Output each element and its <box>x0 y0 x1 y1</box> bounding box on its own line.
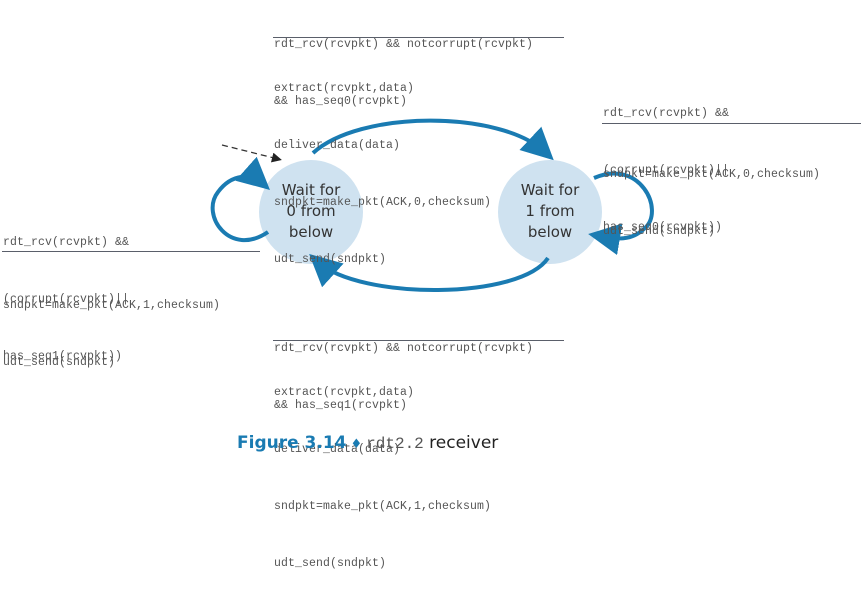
self-loop-arrow-s1 <box>588 171 654 256</box>
state-wait-1 <box>498 160 602 264</box>
caption-code: rdt2.2 <box>366 435 424 453</box>
transition-divider <box>602 123 861 124</box>
event-line: has_seq0(rcvpkt)) <box>603 221 723 234</box>
action-line: sndpkt=make_pkt(ACK,1,checksum) <box>274 500 492 513</box>
transition-divider <box>2 251 260 252</box>
transition-actions-s0-to-s1: extract(rcvpkt,data) deliver_data(data) … <box>274 41 491 288</box>
self-loop-arrow-s0 <box>210 156 270 242</box>
action-line: sndpkt=make_pkt(ACK,1,checksum) <box>3 299 221 312</box>
state-label-line: below <box>527 223 573 241</box>
caption-text: receiver <box>423 433 499 453</box>
action-line: udt_send(sndpkt) <box>3 356 116 369</box>
state-label-wait-0: Wait for 0 from below <box>256 180 366 243</box>
action-line: extract(rcvpkt,data) <box>274 82 415 95</box>
action-line: sndpkt=make_pkt(ACK,0,checksum) <box>603 168 821 181</box>
state-label-line: Wait for <box>520 181 580 199</box>
state-label-line: Wait for <box>281 181 341 199</box>
event-line: (corrupt(rcvpkt)|| <box>603 164 730 177</box>
action-line: udt_send(sndpkt) <box>603 225 716 238</box>
state-label-line: 0 from <box>286 202 336 220</box>
action-line: extract(rcvpkt,data) <box>274 386 415 399</box>
transition-event-s0-self: rdt_rcv(rcvpkt) && (corrupt(rcvpkt)|| ha… <box>3 195 129 385</box>
transition-event-s1-self: rdt_rcv(rcvpkt) && (corrupt(rcvpkt)|| ha… <box>603 66 729 256</box>
event-line: && has_seq0(rcvpkt) <box>274 95 408 108</box>
transition-actions-s0-self: sndpkt=make_pkt(ACK,1,checksum) udt_send… <box>3 258 220 391</box>
event-line: rdt_rcv(rcvpkt) && <box>3 236 130 249</box>
action-line: udt_send(sndpkt) <box>274 557 387 570</box>
action-line: deliver_data(data) <box>274 443 401 456</box>
initial-state-arrow <box>221 144 282 163</box>
transition-arrow-s0-to-s1 <box>311 118 554 161</box>
state-label-wait-1: Wait for 1 from below <box>495 180 605 243</box>
diamond-separator-icon: ♦ <box>350 437 363 452</box>
event-line: && has_seq1(rcvpkt) <box>274 399 408 412</box>
transition-event-s0-to-s1: rdt_rcv(rcvpkt) && notcorrupt(rcvpkt) &&… <box>274 0 533 130</box>
action-line: udt_send(sndpkt) <box>274 253 387 266</box>
transition-divider <box>273 340 564 341</box>
event-line: has_seq1(rcvpkt)) <box>3 350 123 363</box>
state-label-line: below <box>288 223 334 241</box>
event-line: rdt_rcv(rcvpkt) && notcorrupt(rcvpkt) <box>274 38 534 51</box>
transition-arrow-s1-to-s0 <box>309 253 550 292</box>
state-wait-0 <box>259 160 363 264</box>
event-line: (corrupt(rcvpkt)|| <box>3 293 130 306</box>
event-line: rdt_rcv(rcvpkt) && <box>603 107 730 120</box>
action-line: deliver_data(data) <box>274 139 401 152</box>
transition-actions-s1-to-s0: extract(rcvpkt,data) deliver_data(data) … <box>274 345 491 592</box>
action-line: sndpkt=make_pkt(ACK,0,checksum) <box>274 196 492 209</box>
event-line: rdt_rcv(rcvpkt) && notcorrupt(rcvpkt) <box>274 342 534 355</box>
figure-caption: Figure 3.14♦rdt2.2 receiver <box>237 433 498 453</box>
state-label-line: 1 from <box>525 202 575 220</box>
figure-number: Figure 3.14 <box>237 433 347 453</box>
fsm-diagram <box>210 118 654 292</box>
transition-actions-s1-self: sndpkt=make_pkt(ACK,0,checksum) udt_send… <box>603 127 820 260</box>
transition-divider <box>273 37 564 38</box>
transition-event-s1-to-s0: rdt_rcv(rcvpkt) && notcorrupt(rcvpkt) &&… <box>274 301 533 434</box>
